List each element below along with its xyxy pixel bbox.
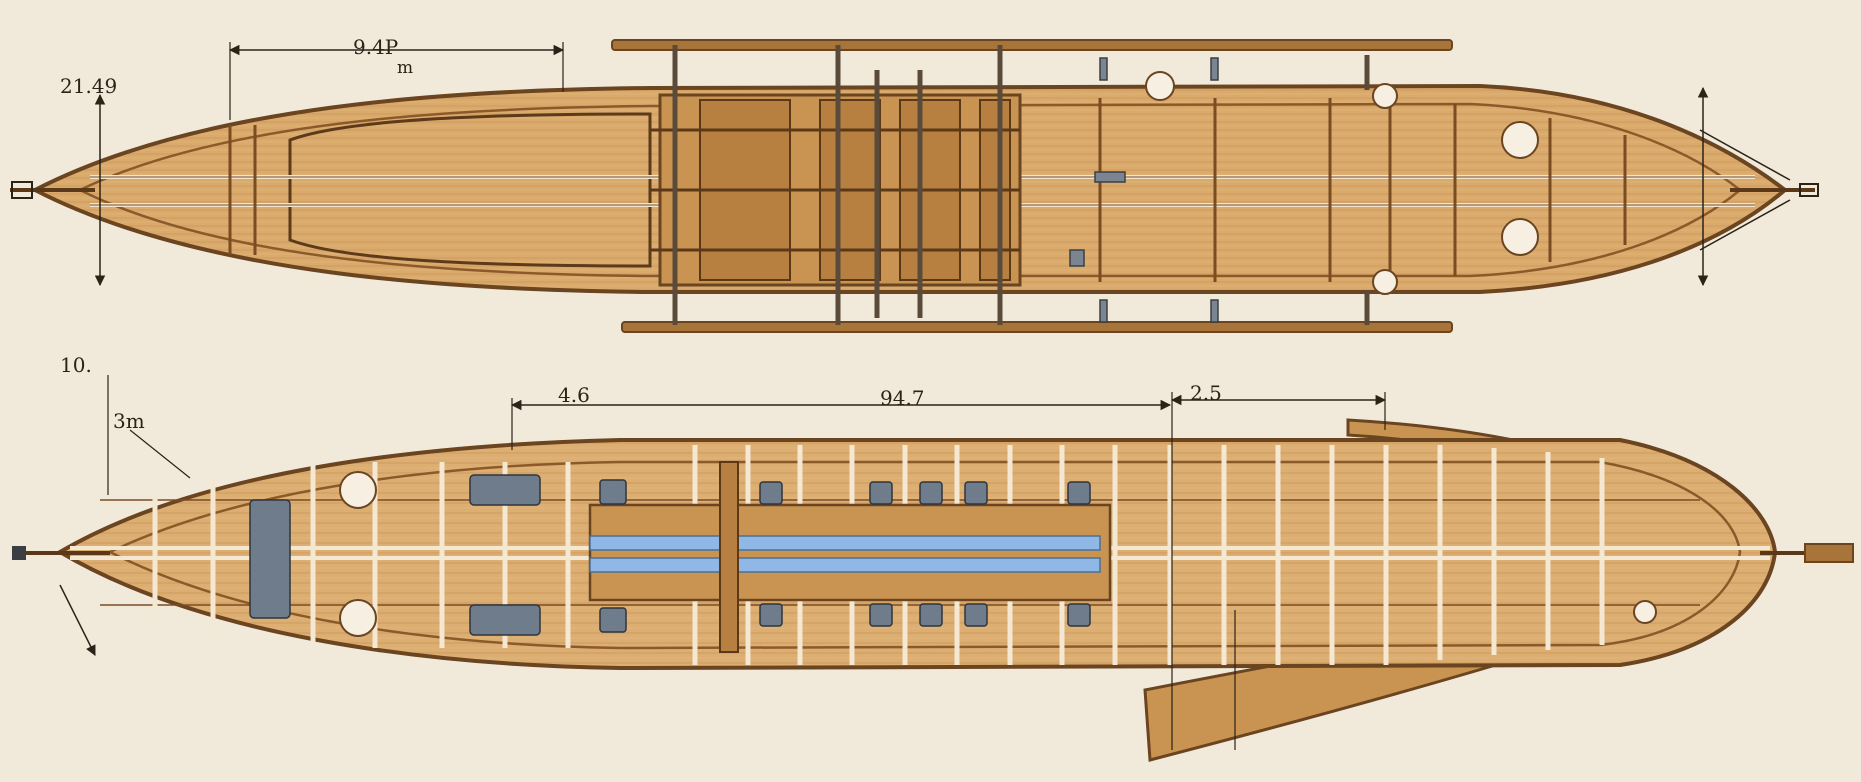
bottom-bollards — [339, 471, 1657, 637]
top-length-value: 9.4P — [353, 35, 398, 59]
bottom-fittings — [249, 474, 1091, 636]
bottom-left-label: 10. — [60, 353, 92, 377]
bottom-hull-view — [12, 418, 1854, 762]
top-bollards — [1145, 71, 1539, 295]
top-deck-fittings — [1069, 57, 1219, 323]
bottom-segment-1-label: 4.6 — [558, 383, 590, 407]
bottom-dimension-lines — [59, 375, 1387, 750]
bottom-engine-block — [588, 461, 1112, 653]
bottom-unit-label: 3m — [113, 409, 145, 433]
top-outrigger-pole-upper — [611, 39, 1453, 51]
top-bow-sprit — [10, 181, 95, 199]
top-outrigger-pole-lower — [621, 321, 1453, 333]
bottom-segment-2-label: 94.7 — [880, 386, 925, 410]
top-beam-label: 21.49 — [60, 74, 117, 98]
top-cockpit — [288, 112, 652, 268]
bottom-segment-3-label: 2.5 — [1190, 381, 1222, 405]
top-central-machinery — [650, 93, 1022, 287]
top-frames — [228, 98, 1627, 282]
bottom-stern-sprit — [1760, 543, 1854, 563]
top-stern-sprit — [1699, 129, 1819, 251]
bottom-bow-sprit — [12, 546, 110, 560]
top-outrigger-struts — [672, 45, 1370, 325]
top-dimension-lines — [94, 42, 1709, 287]
top-hull-view — [10, 39, 1819, 333]
top-length-unit: m — [397, 58, 413, 78]
